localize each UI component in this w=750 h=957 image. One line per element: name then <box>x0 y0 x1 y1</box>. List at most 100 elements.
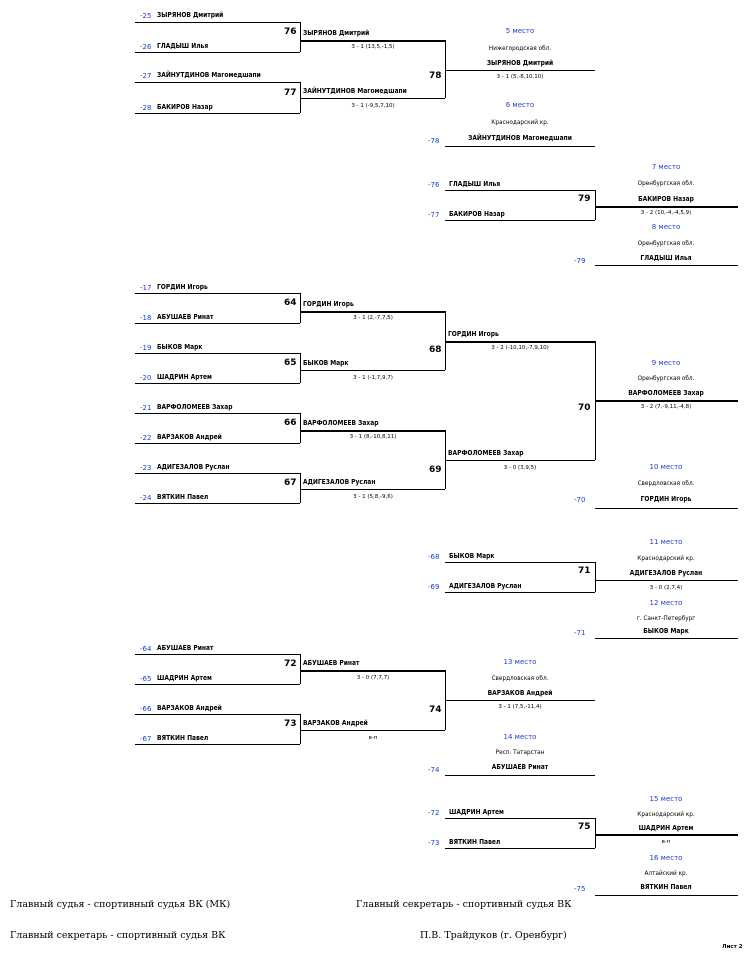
entry-seed: -27 <box>140 72 152 80</box>
footer-secretary-right: Главный секретарь - спортивный судья ВК <box>356 899 572 910</box>
loser-seed: -74 <box>428 766 440 774</box>
match-number: 69 <box>429 465 442 475</box>
match-number: 71 <box>578 566 591 576</box>
match-score: 3 - 1 (7,5,-11,4) <box>498 704 542 710</box>
place-name: АДИГЕЗАЛОВ Руслан <box>629 569 703 577</box>
footer-secretary-name: П.В. Трайдуков (г. Оренбург) <box>420 930 567 941</box>
match-number: 73 <box>284 719 297 729</box>
place-label: 9 место <box>651 359 681 367</box>
match-score: 3 - 1 (-1,7,9,7) <box>353 375 393 381</box>
entry-name: ШАДРИН Артем <box>157 674 212 682</box>
entry-name: АДИГЕЗАЛОВ Руслан <box>449 582 522 590</box>
entry-name: ГОРДИН Игорь <box>157 283 208 291</box>
entry-seed: -73 <box>428 839 440 847</box>
entry-name: ГЛАДЫШ Илья <box>449 180 501 188</box>
match-score: 3 - 2 (-10,10,-7,9,10) <box>491 345 549 351</box>
entry-seed: -19 <box>140 344 152 352</box>
place-label: 16 место <box>649 854 683 862</box>
place-label: 12 место <box>649 599 683 607</box>
place-label: 8 место <box>651 223 681 231</box>
winner-name: АДИГЕЗАЛОВ Руслан <box>303 478 376 486</box>
entry-name: ГЛАДЫШ Илья <box>157 42 209 50</box>
entry-seed: -17 <box>140 284 152 292</box>
match-number: 75 <box>578 822 591 832</box>
place-name: ВЯТКИН Павел <box>640 883 692 891</box>
entry-name: БЫКОВ Марк <box>449 552 495 560</box>
entry-seed: -21 <box>140 404 152 412</box>
entry-seed: -25 <box>140 12 152 20</box>
winner-name: ВАРФОЛОМЕЕВ Захар <box>448 449 524 457</box>
winner-name: ГОРДИН Игорь <box>448 330 499 338</box>
match-number: 74 <box>429 705 442 715</box>
place-name: ЗАЙНУТДИНОВ Магомедшапи <box>468 134 572 142</box>
place-region: Краснодарский кр. <box>637 554 695 562</box>
match-number: 76 <box>284 27 297 37</box>
loser-seed: -75 <box>574 885 586 893</box>
entry-seed: -18 <box>140 314 152 322</box>
match-score: 3 - 1 (5,-8,10,10) <box>496 74 544 80</box>
entry-seed: -77 <box>428 211 440 219</box>
match-number: 66 <box>284 418 297 428</box>
winner-name: ГОРДИН Игорь <box>303 300 354 308</box>
entry-name: АБУШАЕВ Ринат <box>157 313 214 321</box>
entry-seed: -68 <box>428 553 440 561</box>
place-region: Краснодарский кр. <box>637 810 695 818</box>
place-label: 15 место <box>649 795 683 803</box>
match-score: 3 - 2 (7,-9,11,-4,8) <box>640 404 692 410</box>
loser-seed: -70 <box>574 496 586 504</box>
match-number: 79 <box>578 194 591 204</box>
match-score: 3 - 2 (10,-4,-4,5,9) <box>640 210 692 216</box>
match-score: 3 - 0 (2,7,4) <box>649 585 683 591</box>
match-number: 70 <box>578 403 591 413</box>
footer-judge: Главный судья - спортивный судья ВК (МК) <box>10 899 231 910</box>
entry-seed: -64 <box>140 645 152 653</box>
match-number: 68 <box>429 345 442 355</box>
match-score: 3 - 1 (-9,5,7,10) <box>351 103 395 109</box>
place-name: АБУШАЕВ Ринат <box>491 763 549 771</box>
place-label: 11 место <box>649 538 683 546</box>
place-name: ГОРДИН Игорь <box>640 495 692 503</box>
entry-seed: -66 <box>140 705 152 713</box>
sheet-number: Лист 2 <box>722 944 743 950</box>
match-score: 3 - 0 (3,9,5) <box>503 465 537 471</box>
entry-seed: -22 <box>140 434 152 442</box>
entry-name: АДИГЕЗАЛОВ Руслан <box>157 463 230 471</box>
winner-name: ЗЫРЯНОВ Дмитрий <box>303 29 370 37</box>
entry-seed: -69 <box>428 583 440 591</box>
footer-secretary-left: Главный секретарь - спортивный судья ВК <box>10 930 226 941</box>
match-number: 64 <box>284 298 297 308</box>
entry-name: ШАДРИН Артем <box>449 808 504 816</box>
loser-seed: -71 <box>574 629 586 637</box>
place-label: 5 место <box>505 27 535 35</box>
place-name: БЫКОВ Марк <box>643 627 689 635</box>
match-number: 78 <box>429 71 442 81</box>
loser-seed: -79 <box>574 257 586 265</box>
entry-name: ВАРЗАКОВ Андрей <box>157 433 222 441</box>
place-label: 14 место <box>503 733 537 741</box>
place-region: Оренбургская обл. <box>637 374 695 382</box>
match-number: 77 <box>284 88 297 98</box>
match-score: 3 - 1 (13,5,-1,5) <box>351 44 395 50</box>
entry-name: БАКИРОВ Назар <box>449 210 505 218</box>
entry-seed: -65 <box>140 675 152 683</box>
place-region: Нижегородская обл. <box>488 44 552 52</box>
entry-seed: -67 <box>140 735 152 743</box>
entry-seed: -23 <box>140 464 152 472</box>
place-region: г. Санкт-Петербург <box>636 614 696 622</box>
entry-name: ВЯТКИН Павел <box>157 734 209 742</box>
winner-name: БЫКОВ Марк <box>303 359 349 367</box>
winner-name: ВАРФОЛОМЕЕВ Захар <box>303 419 379 427</box>
match-score: 3 - 1 (5,8,-9,6) <box>353 494 393 500</box>
place-name: ЗЫРЯНОВ Дмитрий <box>486 59 554 67</box>
entry-name: ЗЫРЯНОВ Дмитрий <box>157 11 224 19</box>
place-label: 10 место <box>649 463 683 471</box>
place-label: 6 место <box>505 101 535 109</box>
loser-seed: -78 <box>428 137 440 145</box>
match-score: в-п <box>368 735 378 741</box>
entry-seed: -24 <box>140 494 152 502</box>
winner-name: ВАРЗАКОВ Андрей <box>303 719 368 727</box>
entry-seed: -28 <box>140 104 152 112</box>
place-region: Свердловская обл. <box>637 479 695 487</box>
entry-seed: -26 <box>140 43 152 51</box>
